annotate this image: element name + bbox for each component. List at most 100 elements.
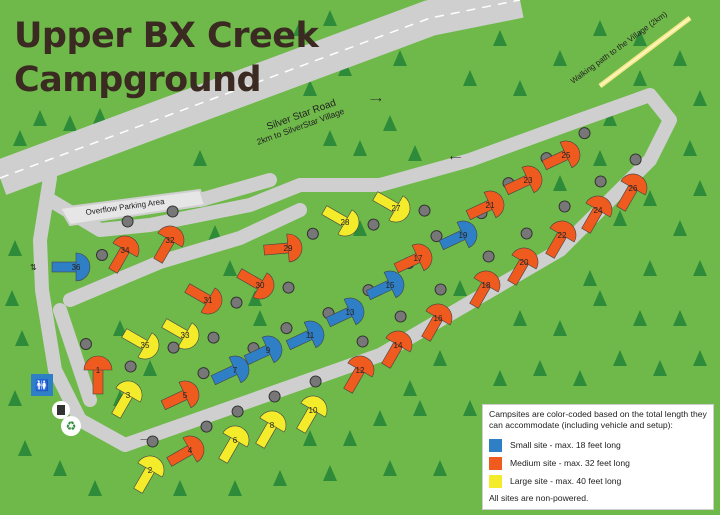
washroom-icon: 🚻 bbox=[31, 374, 53, 396]
tree-icon bbox=[353, 140, 367, 156]
tree-icon bbox=[63, 115, 77, 131]
tree-icon bbox=[8, 390, 22, 406]
legend-medium-label: Medium site - max. 32 feet long bbox=[510, 458, 630, 468]
tree-icon bbox=[323, 465, 337, 481]
campsite-label: 29 bbox=[284, 244, 293, 253]
road-centerline bbox=[0, 0, 521, 179]
arrow-icon: ⟶ bbox=[370, 95, 382, 104]
campsite-31 bbox=[184, 283, 243, 315]
tree-icon bbox=[33, 110, 47, 126]
arrow-icon: ⇅ bbox=[30, 263, 37, 272]
legend-large-label: Large site - max. 40 feet long bbox=[510, 476, 622, 486]
tree-icon bbox=[613, 210, 627, 226]
campsite-label: 27 bbox=[392, 204, 401, 213]
tree-icon bbox=[693, 90, 707, 106]
tree-icon bbox=[613, 350, 627, 366]
campsite-label: 3 bbox=[126, 391, 131, 400]
tree-icon bbox=[303, 80, 317, 96]
tree-icon bbox=[643, 260, 657, 276]
campsite-12 bbox=[343, 335, 375, 394]
tree-icon bbox=[293, 20, 307, 36]
campsite-25 bbox=[541, 127, 591, 171]
campsite-18 bbox=[469, 250, 501, 309]
tree-icon bbox=[253, 310, 267, 326]
campsite-label: 8 bbox=[270, 421, 275, 430]
legend-note: Campsites are color-coded based on the t… bbox=[489, 409, 707, 430]
tree-icon bbox=[693, 260, 707, 276]
campsite-label: 4 bbox=[188, 446, 193, 455]
campsite-22 bbox=[545, 200, 577, 259]
campsite-label: 22 bbox=[558, 231, 567, 240]
campsite-35 bbox=[121, 328, 180, 360]
campsite-label: 36 bbox=[72, 263, 81, 272]
tree-icon bbox=[603, 110, 617, 126]
campsite-label: 15 bbox=[386, 281, 395, 290]
tree-icon bbox=[593, 150, 607, 166]
loop-road bbox=[33, 88, 677, 452]
tree-icon bbox=[673, 310, 687, 326]
tree-icon bbox=[353, 220, 367, 236]
campsite-label: 12 bbox=[356, 366, 365, 375]
tree-icon bbox=[53, 460, 67, 476]
campsite-32 bbox=[153, 205, 185, 264]
campsite-30 bbox=[236, 268, 295, 300]
campsite-label: 2 bbox=[148, 466, 153, 475]
tree-icon bbox=[493, 30, 507, 46]
walking-path-center bbox=[599, 17, 691, 87]
tree-icon bbox=[463, 400, 477, 416]
tree-icon bbox=[5, 290, 19, 306]
campsite-label: 35 bbox=[141, 341, 150, 350]
campsite-label: 28 bbox=[341, 218, 350, 227]
campsite-24 bbox=[581, 175, 613, 234]
tree-icon bbox=[633, 30, 647, 46]
tree-icon bbox=[303, 430, 317, 446]
campsite-17 bbox=[393, 230, 443, 274]
campsite-10 bbox=[296, 375, 328, 434]
tree-icon bbox=[383, 115, 397, 131]
tree-icon bbox=[453, 280, 467, 296]
tree-icon bbox=[553, 175, 567, 191]
tree-icon bbox=[408, 145, 422, 161]
campsite-28 bbox=[321, 205, 380, 237]
campsite-label: 23 bbox=[524, 176, 533, 185]
tree-icon bbox=[373, 410, 387, 426]
tree-icon bbox=[193, 150, 207, 166]
campsite-label: 21 bbox=[486, 201, 495, 210]
tree-icon bbox=[533, 360, 547, 376]
tree-icon bbox=[593, 20, 607, 36]
legend-swatch-large bbox=[489, 474, 502, 488]
page-title: Upper BX Creek Campground bbox=[14, 14, 319, 102]
svg-text:🚻: 🚻 bbox=[35, 379, 49, 392]
title-line-1: Upper BX Creek bbox=[14, 16, 319, 56]
campsite-label: 26 bbox=[629, 184, 638, 193]
tree-icon bbox=[403, 380, 417, 396]
tree-icon bbox=[633, 70, 647, 86]
tree-icon bbox=[143, 360, 157, 376]
tree-icon bbox=[463, 70, 477, 86]
campsite-label: 17 bbox=[414, 254, 423, 263]
tree-icon bbox=[683, 140, 697, 156]
tree-icon bbox=[493, 370, 507, 386]
campsite-label: 14 bbox=[394, 341, 403, 350]
legend-small: Small site - max. 18 feet long bbox=[489, 437, 707, 453]
tree-icon bbox=[513, 310, 527, 326]
campsite-26 bbox=[616, 153, 648, 212]
campsite-36 bbox=[51, 249, 108, 282]
tree-icon bbox=[583, 270, 597, 286]
campsite-1 bbox=[80, 338, 113, 395]
tree-icon bbox=[673, 50, 687, 66]
tree-icon bbox=[693, 180, 707, 196]
campsite-14 bbox=[381, 310, 413, 369]
campsite-11 bbox=[285, 307, 335, 351]
tree-icon bbox=[413, 400, 427, 416]
arrows: ⟶ ⟵ ⟶ ⇅ bbox=[30, 95, 462, 444]
legend-swatch-small bbox=[489, 438, 502, 452]
tree-icon bbox=[393, 50, 407, 66]
campsite-label: 20 bbox=[520, 258, 529, 267]
tree-icon bbox=[643, 190, 657, 206]
campsite-23 bbox=[503, 152, 553, 196]
campsite-label: 33 bbox=[181, 331, 190, 340]
campsite-34 bbox=[108, 215, 140, 274]
title-line-2: Campground bbox=[14, 60, 262, 100]
